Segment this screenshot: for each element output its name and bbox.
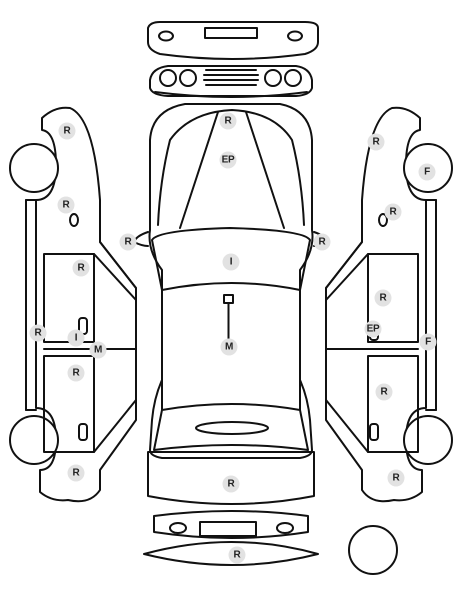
marker-left-quarter[interactable]: R	[67, 464, 85, 482]
marker-right-sill[interactable]: F	[419, 333, 437, 351]
rear-lights-panel	[149, 65, 313, 98]
right-side-view	[325, 106, 453, 503]
marker-left-fender-mid[interactable]: R	[57, 196, 75, 214]
marker-left-door-front[interactable]: R	[72, 259, 90, 277]
marker-left-handle-i[interactable]: I	[67, 329, 85, 347]
marker-right-quarter-top[interactable]: R	[367, 133, 385, 151]
marker-roof[interactable]: I	[222, 253, 240, 271]
marker-mirror-right[interactable]: R	[313, 233, 331, 251]
marker-hood-mid[interactable]: EP	[219, 151, 237, 169]
marker-right-fuel[interactable]: R	[384, 203, 402, 221]
marker-right-door-rear[interactable]: R	[375, 383, 393, 401]
marker-right-door-front[interactable]: R	[374, 289, 392, 307]
marker-right-handle-ep[interactable]: EP	[364, 320, 382, 338]
spare-wheel	[348, 525, 398, 575]
marker-trunk[interactable]: M	[220, 338, 238, 356]
marker-hood-top[interactable]: R	[219, 112, 237, 130]
marker-left-sill[interactable]: R	[29, 324, 47, 342]
marker-left-handle-m[interactable]: M	[89, 341, 107, 359]
front-bumper-view	[143, 451, 319, 566]
marker-left-fender-front[interactable]: R	[58, 122, 76, 140]
marker-right-fender-bottom[interactable]: R	[387, 469, 405, 487]
rear-bumper-top-view	[147, 21, 319, 60]
marker-mirror-left[interactable]: R	[119, 233, 137, 251]
marker-front-bumper-lower[interactable]: R	[228, 546, 246, 564]
marker-left-door-rear[interactable]: R	[67, 364, 85, 382]
marker-right-wheel-top[interactable]: F	[418, 163, 436, 181]
marker-front-bumper[interactable]: R	[222, 475, 240, 493]
left-side-view	[9, 106, 137, 503]
